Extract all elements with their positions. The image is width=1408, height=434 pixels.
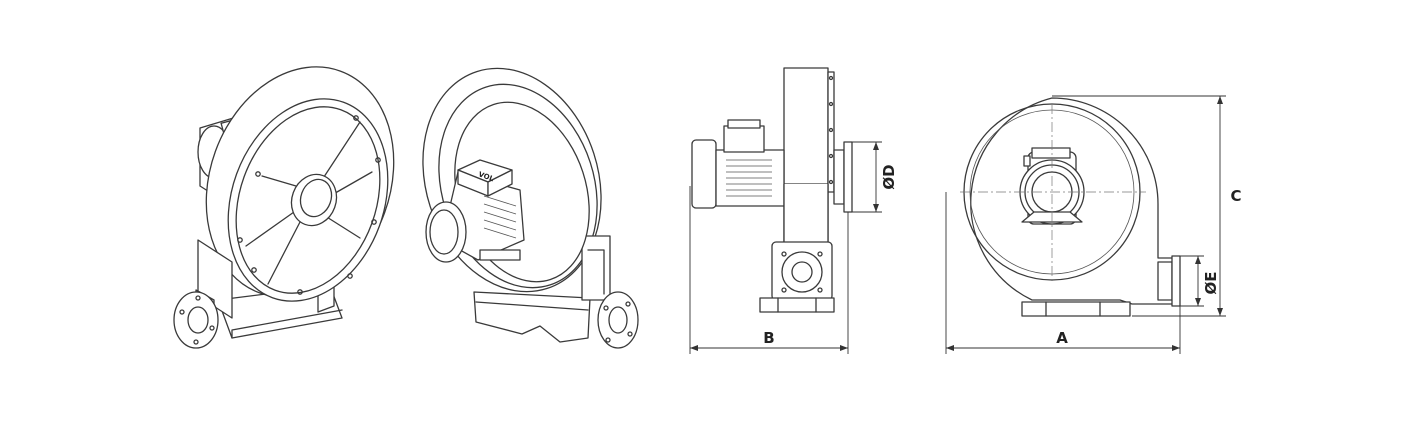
dimension-c: C [1052, 95, 1242, 317]
blower-rear-isometric-icon: VOL [422, 67, 639, 349]
dimension-d: ØD [852, 141, 898, 213]
blower-side-view-icon [691, 67, 853, 313]
dimension-c-label: C [1230, 187, 1241, 205]
dimension-b-label: B [763, 329, 774, 347]
dimension-a-label: A [1056, 329, 1068, 347]
dimension-e: ØE [1180, 255, 1220, 307]
blower-front-view-icon [960, 97, 1181, 317]
blower-front-isometric-icon [173, 66, 395, 349]
dimension-e-label: ØE [1202, 272, 1220, 295]
dimension-b: B [689, 186, 849, 354]
dimension-d-label: ØD [880, 164, 898, 189]
dimension-a: A [945, 192, 1181, 354]
